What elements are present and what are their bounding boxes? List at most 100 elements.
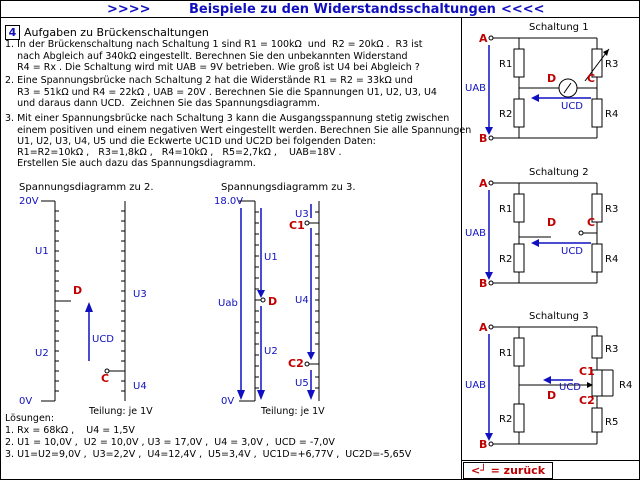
circuit2-r3-label: R3 — [605, 204, 618, 215]
section-number: 4 — [5, 25, 20, 40]
diagram2-ucd-label: UCD — [92, 334, 114, 345]
solution-line: 1. Rx = 68kΩ , U4 = 1,5V — [5, 425, 135, 436]
circuit3-title: Schaltung 3 — [529, 311, 589, 322]
task-line: R3 = 51kΩ und R4 = 22kΩ , UAB = 20V . Be… — [5, 87, 437, 98]
diagram3-uab-label: Uab — [218, 298, 238, 309]
task-line: R4 = Rx . Die Schaltung wird mit UAB = 9… — [5, 62, 420, 73]
diagram3-ticks — [255, 211, 319, 389]
section-title: Aufgaben zu Brückenschaltungen — [24, 26, 209, 39]
circuit3-uab-label: UAB — [465, 380, 486, 391]
resistor-r4 — [591, 243, 603, 273]
task-line: 1. In der Brückenschaltung nach Schaltun… — [5, 39, 423, 50]
circuit3-r3-label: R3 — [605, 344, 618, 355]
resistor-r3 — [591, 335, 603, 359]
task-line: nach Abgleich auf 340kΩ eingestellt. Ber… — [5, 51, 408, 62]
circuit1-c-label: C — [587, 72, 595, 85]
page-title: Beispiele zu den Widerstandsschaltungen — [189, 2, 496, 17]
circuit3-r1-label: R1 — [499, 348, 512, 359]
task-line: 3. Mit einer Spannungsbrücke nach Schalt… — [5, 113, 450, 124]
circuit3-a-label: A — [479, 321, 488, 334]
circuit1-r2-label: R2 — [499, 109, 512, 120]
circuit3-c1-label: C1 — [579, 365, 595, 378]
circuit3-b-label: B — [479, 438, 487, 451]
task-line: Erstellen Sie auch dazu das Spannungsdia… — [5, 158, 256, 169]
circuit-schaltung-3: Schaltung 3 A B UAB R1 R2 R3 R4 R5 C1 C2… — [465, 311, 632, 451]
resistor-r5 — [591, 407, 603, 433]
task-line: einem positiven und einem negativen Wert… — [5, 125, 472, 136]
voltage-diagram-2: Spannungsdiagramm zu 2. 20V U1 U2 U3 U4 … — [19, 182, 154, 416]
circuit1-title: Schaltung 1 — [529, 22, 589, 33]
circuit2-c-label: C — [587, 216, 595, 229]
diagram3-c2-label: C2 — [288, 357, 304, 370]
diagram3-d-label: D — [268, 295, 277, 308]
circuit3-r5-label: R5 — [605, 417, 618, 428]
diagram3-scale: Teilung: je 1V — [260, 406, 325, 416]
header-left-arrows: >>>> — [107, 2, 151, 17]
column-divider — [461, 18, 462, 479]
section-heading: 4 Aufgaben zu Brückenschaltungen — [5, 21, 209, 40]
circuit2-r1-label: R1 — [499, 204, 512, 215]
solution-line: 3. U1=U2=9,0V , U3=2,2V , U4=12,4V , U5=… — [5, 449, 412, 460]
diagram3-top-value: 18.0V — [214, 196, 243, 207]
circuit1-uab-label: UAB — [465, 83, 486, 94]
circuit1-r4-label: R4 — [605, 109, 618, 120]
header-right-arrows: <<<< — [501, 2, 545, 17]
resistor-r1 — [513, 337, 525, 367]
task-line: U1, U2, U3, U4, U5 und die Eckwerte UC1D… — [5, 136, 376, 147]
diagram3-u4-label: U4 — [295, 295, 309, 306]
resistor-r1 — [513, 48, 525, 78]
diagram3-bottom-value: 0V — [221, 396, 234, 407]
resistor-r1 — [513, 193, 525, 223]
circuit1-b-label: B — [479, 132, 487, 145]
diagram2-u1-label: U1 — [35, 246, 49, 257]
diagram2-bottom-value: 0V — [19, 396, 32, 407]
diagram3-c1-label: C1 — [289, 219, 305, 232]
circuit1-d-label: D — [547, 72, 556, 85]
circuit2-d-label: D — [547, 216, 556, 229]
diagram3-title: Spannungsdiagramm zu 3. — [221, 182, 356, 193]
diagram2-ucd-arrowhead — [85, 302, 93, 312]
diagram3-u3-label: U3 — [295, 209, 309, 220]
solution-line: 2. U1 = 10,0V , U2 = 10,0V , U3 = 17,0V … — [5, 437, 335, 448]
circuit3-r2-label: R2 — [499, 414, 512, 425]
diagram2-title: Spannungsdiagramm zu 2. — [19, 182, 154, 193]
circuit2-a-label: A — [479, 177, 488, 190]
resistor-r3 — [591, 193, 603, 223]
circuit3-d-label: D — [547, 389, 556, 402]
diagram2-c-label: C — [101, 372, 109, 385]
solutions-heading: Lösungen: — [5, 413, 55, 424]
resistor-r2 — [513, 403, 525, 433]
circuit1-ucd-label: UCD — [561, 101, 583, 112]
task-line: R1=R2=10kΩ , R3=1,8kΩ , R4=10kΩ , R5=2,7… — [5, 147, 342, 158]
diagram2-d-label: D — [73, 284, 82, 297]
circuit2-r2-label: R2 — [499, 254, 512, 265]
circuit1-r3-label: R3 — [605, 59, 618, 70]
circuit2-b-label: B — [479, 277, 487, 290]
circuit-schaltung-1: Schaltung 1 A B UAB R1 R2 R3 R4 D C UCD — [465, 22, 618, 145]
circuit2-uab-label: UAB — [465, 228, 486, 239]
diagram2-u2-label: U2 — [35, 348, 49, 359]
voltage-diagram-3: Spannungsdiagramm zu 3. 18.0V Uab U1 U2 … — [214, 182, 356, 416]
resistor-r2 — [513, 98, 525, 128]
task-line: 2. Eine Spannungsbrücke nach Schaltung 2… — [5, 75, 413, 86]
circuit2-title: Schaltung 2 — [529, 167, 589, 178]
back-button[interactable]: <┘ = zurück — [463, 462, 553, 479]
circuit-schaltung-2: Schaltung 2 A B UAB R1 R2 R3 R4 D C UCD — [465, 167, 618, 290]
diagram2-u3-label: U3 — [133, 289, 147, 300]
title-bar: >>>> Beispiele zu den Widerstandsschaltu… — [1, 1, 639, 18]
circuit2-ucd-label: UCD — [561, 246, 583, 257]
resistor-r4 — [591, 369, 603, 397]
diagram2-u4-label: U4 — [133, 381, 147, 392]
diagram2-scale: Teilung: je 1V — [88, 406, 153, 416]
circuit2-r4-label: R4 — [605, 254, 618, 265]
circuit1-a-label: A — [479, 32, 488, 45]
circuit3-c2-label: C2 — [579, 394, 595, 407]
diagram2-ticks — [55, 210, 125, 392]
task-line: und daraus dann UCD. Zeichnen Sie das Sp… — [5, 98, 320, 109]
circuit1-r1-label: R1 — [499, 59, 512, 70]
circuit3-r4-label: R4 — [619, 380, 632, 391]
diagram3-u1-label: U1 — [264, 252, 278, 263]
diagram3-u5-label: U5 — [295, 378, 309, 389]
footer-divider — [461, 460, 639, 461]
